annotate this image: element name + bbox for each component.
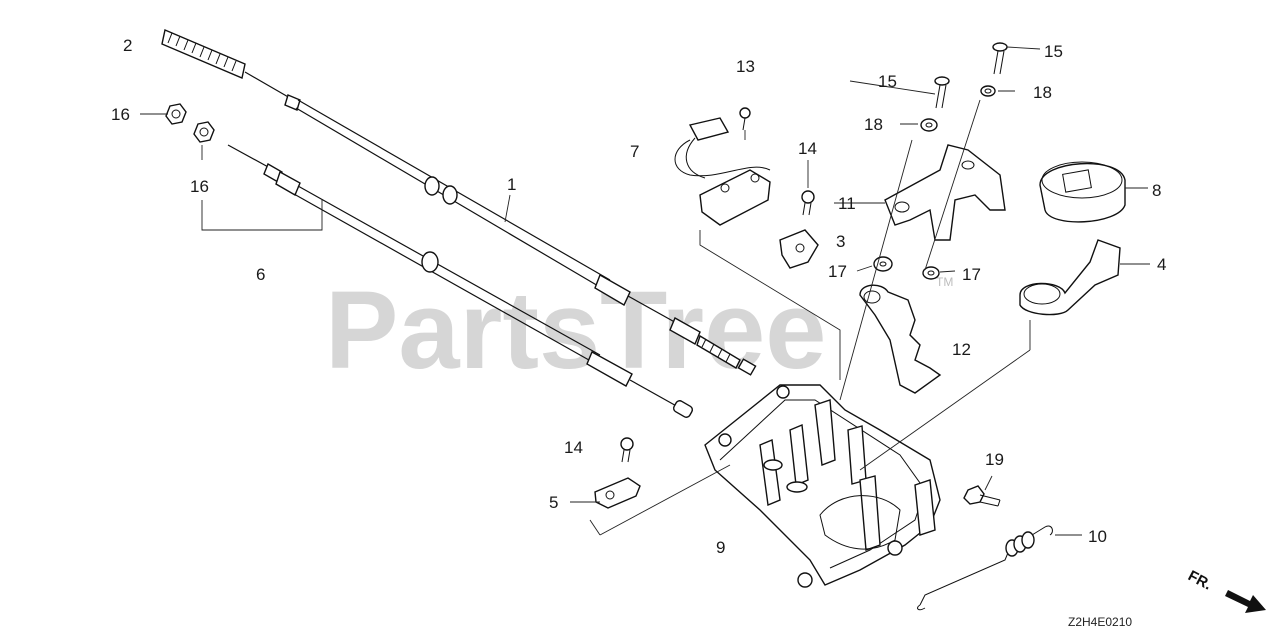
- callout-3: 3: [836, 232, 845, 251]
- part-16-nut-b[interactable]: [193, 121, 215, 143]
- part-8-knob[interactable]: [1039, 161, 1126, 223]
- callout-10: 10: [1088, 527, 1107, 546]
- callout-18a: 18: [864, 115, 883, 134]
- leader-lines: [140, 46, 1150, 536]
- callout-14a: 14: [798, 139, 817, 158]
- watermark-trademark: TM: [936, 275, 953, 289]
- callout-6: 6: [256, 265, 265, 284]
- callout-16a: 16: [111, 105, 130, 124]
- callout-17b: 17: [962, 265, 981, 284]
- part-13-screw[interactable]: [739, 107, 751, 131]
- callout-5: 5: [549, 493, 558, 512]
- part-5-plate[interactable]: [594, 477, 641, 509]
- part-11-lever[interactable]: [884, 144, 1006, 241]
- part-10-spring[interactable]: [917, 525, 1053, 611]
- front-direction-arrow: FR.: [1185, 567, 1266, 613]
- callout-14b: 14: [564, 438, 583, 457]
- callout-7: 7: [630, 142, 639, 161]
- callout-17a: 17: [828, 262, 847, 281]
- part-18-washer-b[interactable]: [980, 85, 996, 97]
- part-7-stop-switch[interactable]: [674, 117, 771, 226]
- part-2-throttle-cable[interactable]: [161, 29, 757, 376]
- part-3-bracket[interactable]: [779, 229, 819, 269]
- part-18-washer-a[interactable]: [920, 118, 938, 132]
- callout-11: 11: [838, 194, 856, 213]
- part-14-screw-a[interactable]: [801, 190, 815, 216]
- callout-2: 2: [123, 36, 132, 55]
- part-15-screw-a[interactable]: [934, 76, 950, 109]
- callout-19: 19: [985, 450, 1004, 469]
- front-arrow-icon: [1225, 590, 1266, 613]
- front-label: FR.: [1185, 567, 1214, 593]
- callout-9: 9: [716, 538, 725, 557]
- callout-18b: 18: [1033, 83, 1052, 102]
- part-14-screw-b[interactable]: [620, 437, 634, 463]
- part-4-handle[interactable]: [1019, 239, 1121, 316]
- callout-4: 4: [1157, 255, 1166, 274]
- callout-13: 13: [736, 57, 755, 76]
- part-12-arm[interactable]: [859, 284, 942, 394]
- callout-15a: 15: [878, 72, 897, 91]
- part-16-nut-a[interactable]: [165, 103, 187, 125]
- part-15-screw-b[interactable]: [992, 42, 1008, 75]
- drawing-code: Z2H4E0210: [1068, 615, 1132, 629]
- callout-8: 8: [1152, 181, 1161, 200]
- callout-15b: 15: [1044, 42, 1063, 61]
- callout-16b: 16: [190, 177, 209, 196]
- callout-12: 12: [952, 340, 971, 359]
- part-6-choke-cable[interactable]: [227, 144, 694, 419]
- part-9-base-plate[interactable]: [704, 384, 941, 588]
- part-19-bolt[interactable]: [963, 485, 1001, 507]
- callout-1: 1: [507, 175, 516, 194]
- watermark: PartsTree: [325, 269, 826, 392]
- part-17-washer-b[interactable]: [922, 266, 940, 280]
